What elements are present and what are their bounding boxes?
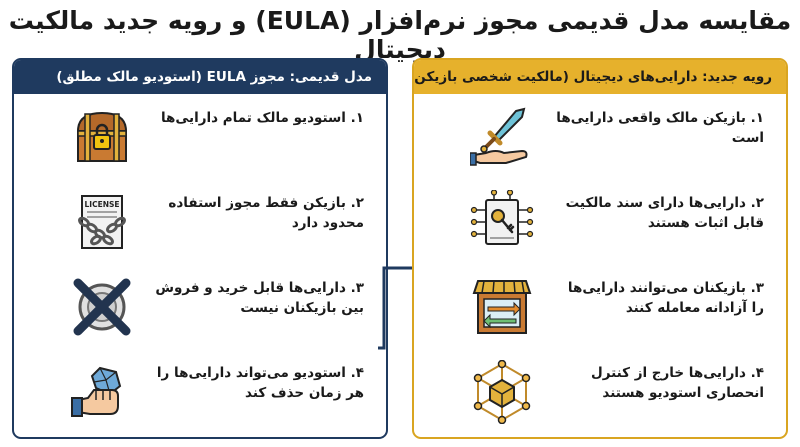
new-model-item-4: ۴. دارایی‌ها خارج از کنترل انحصاری استود… bbox=[414, 357, 786, 427]
new-model-item-2-text: ۲. دارایی‌ها دارای سند مالکیت قابل اثبات… bbox=[565, 195, 764, 231]
hand-sword-icon bbox=[470, 107, 528, 166]
old-model-item-4: ۴. استودیو می‌تواند دارایی‌ها را هر زمان… bbox=[14, 357, 386, 427]
old-model-panel: مدل قدیمی: مجوز EULA (استودیو مالک مطلق)… bbox=[12, 58, 388, 439]
old-model-item-1-text: ۱. استودیو مالک تمام دارایی‌ها bbox=[160, 110, 364, 126]
crossed-coins-icon bbox=[73, 278, 131, 336]
key-document-network-icon bbox=[470, 190, 534, 245]
old-model-item-2: LICENSE ۲. بازیکن فقط مجوز استفاده محدود… bbox=[14, 187, 386, 257]
old-model-header: مدل قدیمی: مجوز EULA (استودیو مالک مطلق) bbox=[14, 60, 386, 94]
new-model-item-1-text: ۱. بازیکن مالک واقعی دارایی‌ها است bbox=[556, 110, 764, 146]
old-model-item-4-text: ۴. استودیو می‌تواند دارایی‌ها را هر زمان… bbox=[156, 365, 364, 401]
old-model-item-3-text: ۳. دارایی‌ها قابل خرید و فروش بین بازیکن… bbox=[155, 280, 364, 316]
new-model-item-4-text: ۴. دارایی‌ها خارج از کنترل انحصاری استود… bbox=[591, 365, 764, 401]
old-model-item-3: ۳. دارایی‌ها قابل خرید و فروش بین بازیکن… bbox=[14, 272, 386, 342]
new-model-item-2: ۲. دارایی‌ها دارای سند مالکیت قابل اثبات… bbox=[414, 187, 786, 257]
svg-text:LICENSE: LICENSE bbox=[85, 200, 120, 209]
page-title: مقایسه مدل قدیمی مجوز نرم‌افزار (EULA) و… bbox=[8, 6, 792, 64]
new-model-item-3-text: ۳. بازیکنان می‌توانند دارایی‌ها را آزادا… bbox=[567, 280, 764, 316]
old-model-item-2-text: ۲. بازیکن فقط مجوز استفاده محدود دارد bbox=[168, 195, 364, 231]
license-chains-icon: LICENSE bbox=[78, 195, 126, 249]
new-model-item-3: ۳. بازیکنان می‌توانند دارایی‌ها را آزادا… bbox=[414, 272, 786, 342]
new-model-panel: رویه جدید: دارایی‌های دیجیتال (مالکیت شخ… bbox=[412, 58, 788, 439]
new-model-item-1: ۱. بازیکن مالک واقعی دارایی‌ها است bbox=[414, 102, 786, 172]
old-model-item-1: ۱. استودیو مالک تمام دارایی‌ها bbox=[14, 102, 386, 172]
crumpling-hand-icon bbox=[71, 366, 122, 417]
new-model-header: رویه جدید: دارایی‌های دیجیتال (مالکیت شخ… bbox=[414, 60, 786, 94]
marketplace-exchange-icon bbox=[472, 280, 532, 334]
blockchain-network-icon bbox=[473, 360, 531, 424]
treasure-chest-lock-icon bbox=[76, 111, 128, 162]
